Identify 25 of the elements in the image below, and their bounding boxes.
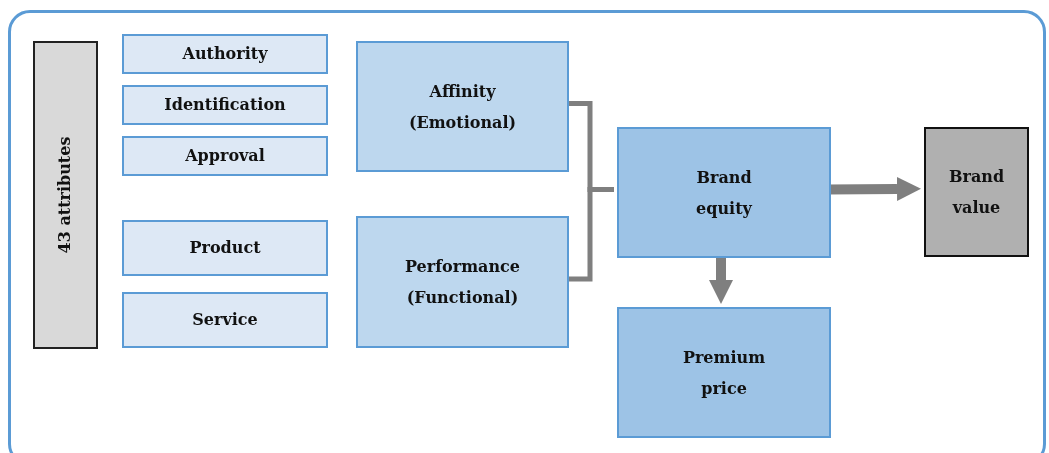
- attribute-box: [122, 85, 328, 125]
- node-label: Identification: [164, 95, 286, 115]
- attribute-bar: [33, 41, 98, 349]
- attribute-box: [122, 136, 328, 176]
- outcome-box: [617, 307, 831, 438]
- node-label: Product: [189, 238, 261, 258]
- node-label: Affinity (Emotional): [407, 80, 518, 134]
- attribute-box: [122, 34, 328, 74]
- attribute-box: [122, 292, 328, 348]
- vertical-label: 43 attributes: [55, 136, 76, 254]
- dimension-box: [356, 216, 569, 348]
- outcome-box: [617, 127, 831, 258]
- node-label: Performance (Functional): [403, 256, 521, 309]
- node-label: Service: [192, 310, 258, 330]
- value-box: [924, 127, 1029, 257]
- attribute-box: [122, 220, 328, 276]
- panel-background: [8, 10, 1046, 453]
- arrow: [709, 255, 733, 304]
- node-label: Premium price: [681, 346, 767, 400]
- node-label: Approval: [185, 146, 265, 166]
- dimension-box: [356, 41, 569, 172]
- node-label: Brand value: [947, 166, 1006, 219]
- node-label: Brand equity: [695, 166, 754, 220]
- connector-line: [566, 187, 614, 282]
- node-label: Authority: [182, 44, 268, 64]
